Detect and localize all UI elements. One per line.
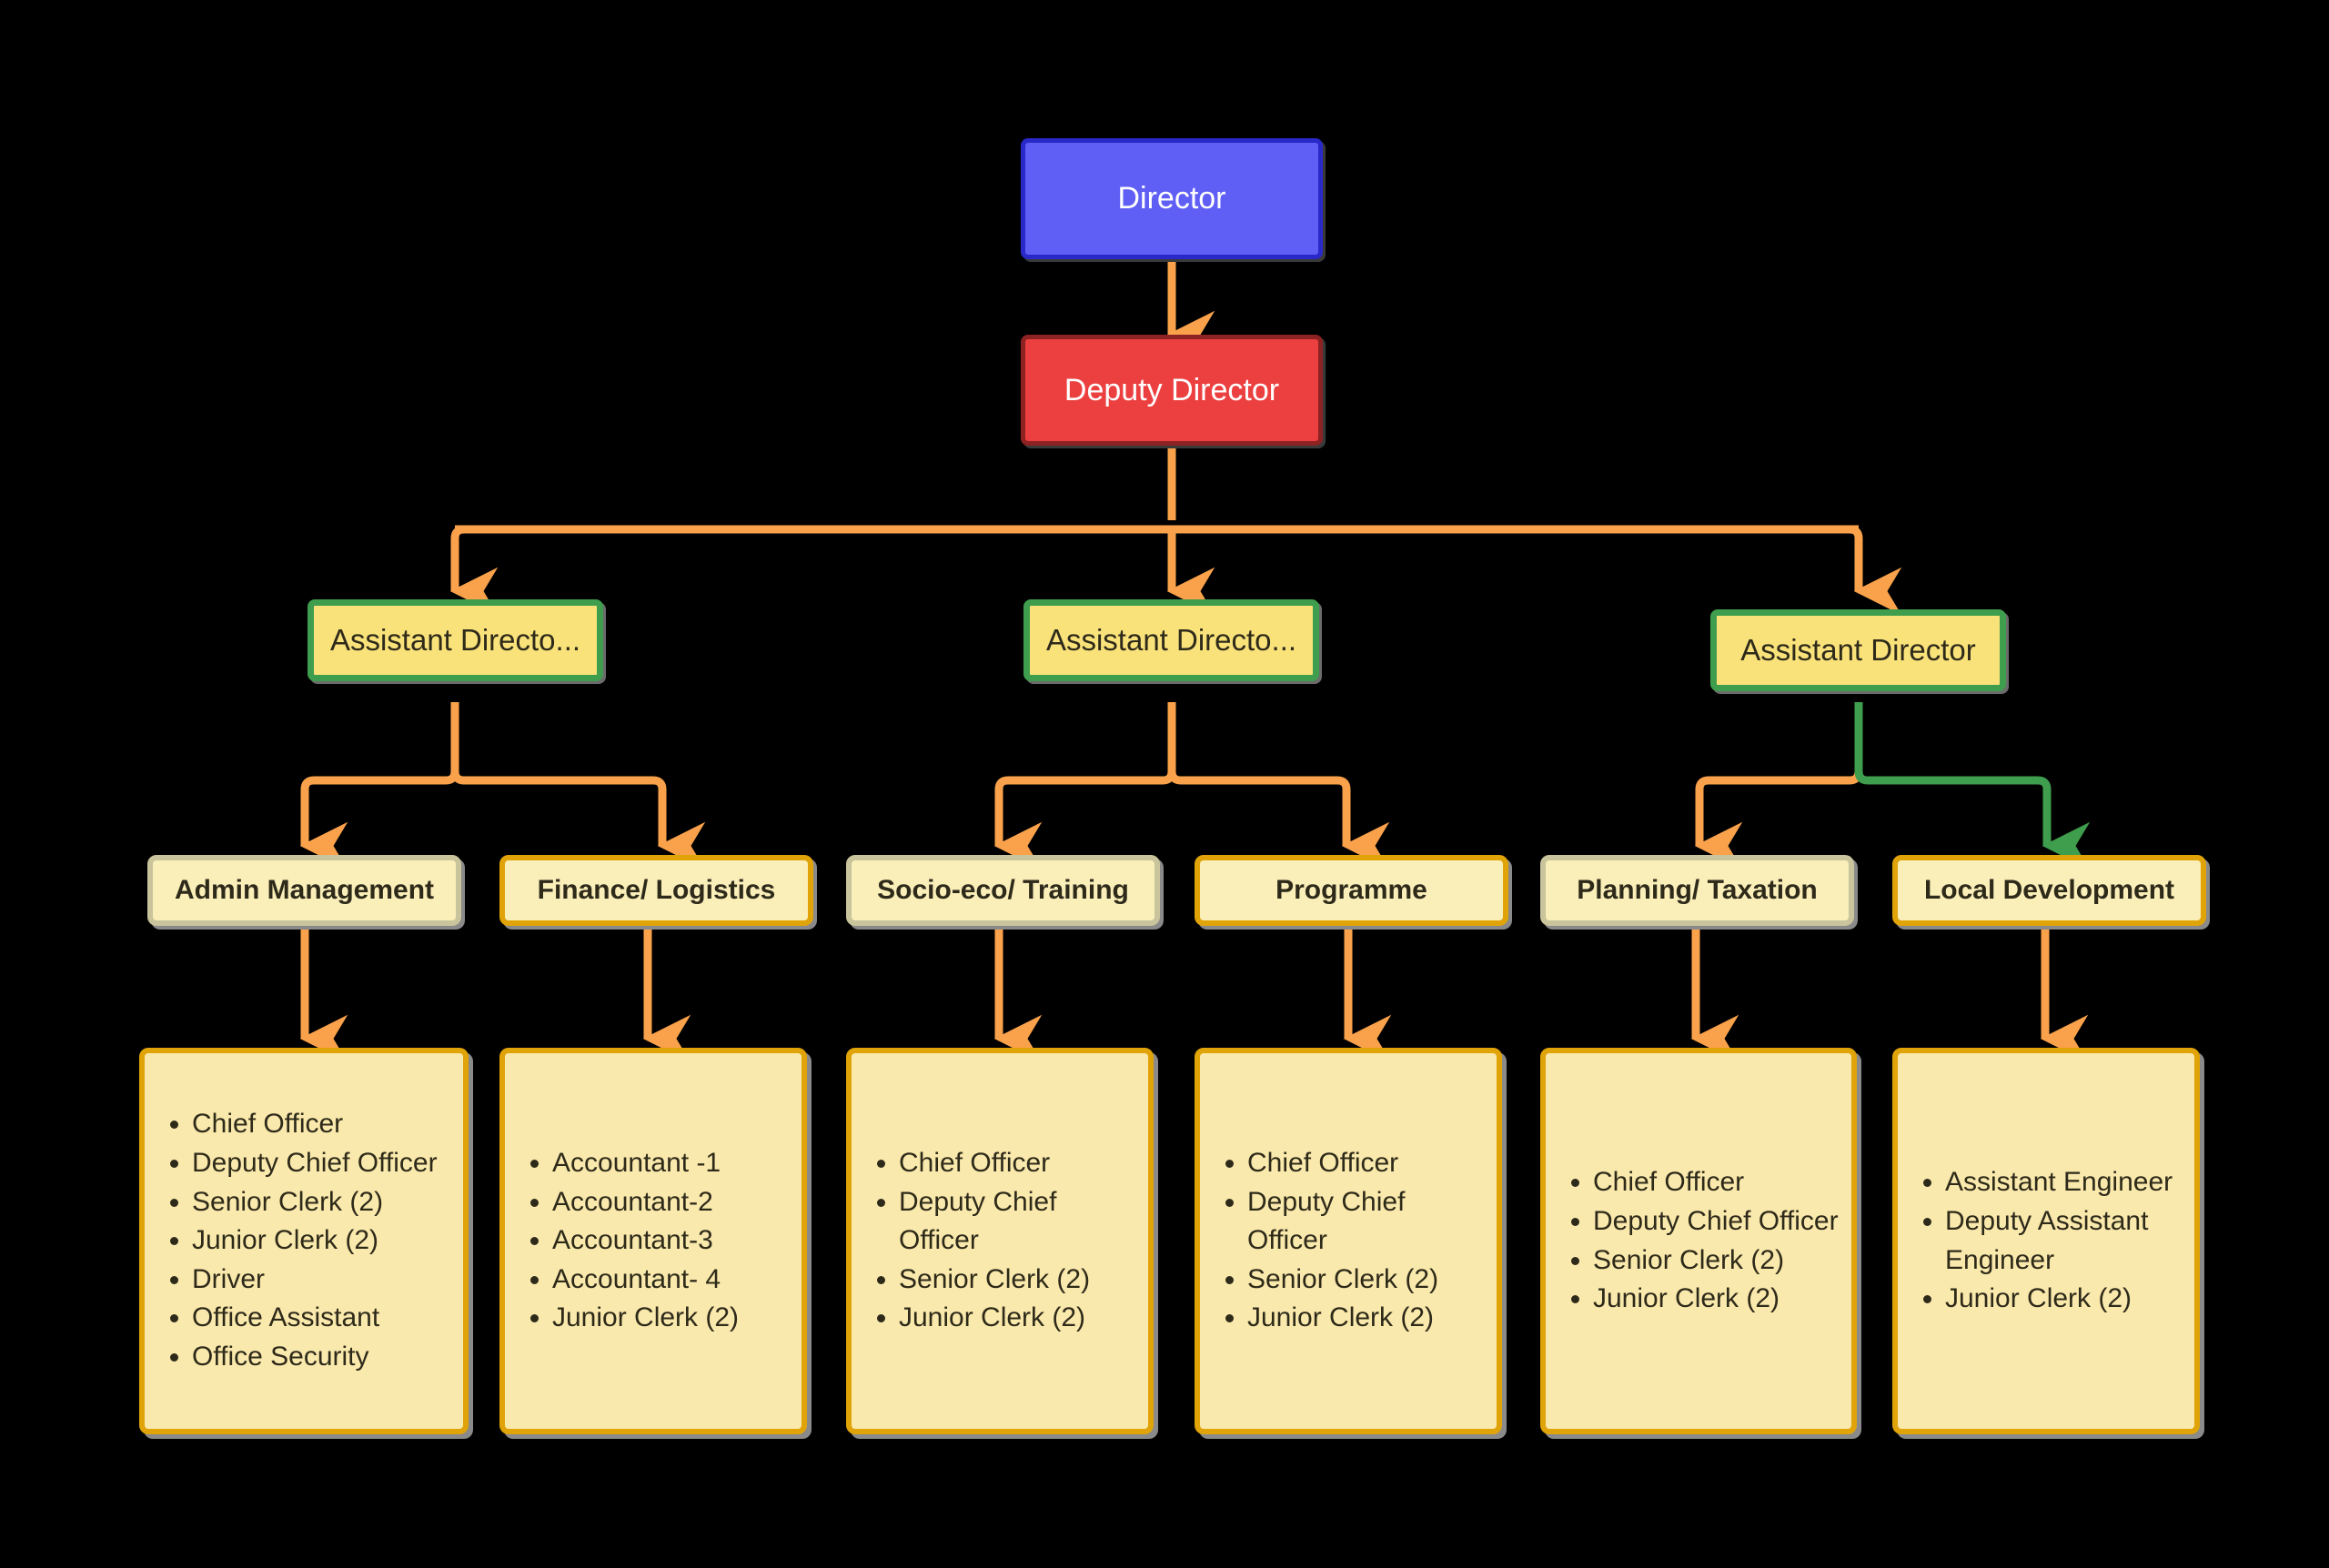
staff-role-item: Deputy Chief Officer [192, 1144, 450, 1183]
staff-list-finance-logistics: Accountant -1Accountant-2Accountant-3Acc… [505, 1144, 802, 1338]
node-department-finance-logistics[interactable]: Finance/ Logistics [499, 855, 813, 926]
staff-role-item: Chief Officer [1593, 1163, 1839, 1202]
edge-assistant2-left [1008, 770, 1176, 785]
edge-assistant1-right [450, 770, 653, 785]
node-staff-planning-taxation[interactable]: Chief OfficerDeputy Chief OfficerSenior … [1540, 1048, 1857, 1434]
staff-role-item: Junior Clerk (2) [899, 1299, 1135, 1338]
staff-role-item: Chief Officer [899, 1144, 1135, 1183]
edge-assistant1-left [314, 770, 459, 785]
node-department-programme[interactable]: Programme [1195, 855, 1508, 926]
node-department-planning-taxation[interactable]: Planning/ Taxation [1540, 855, 1854, 926]
staff-role-item: Senior Clerk (2) [1247, 1261, 1484, 1300]
edge-assistant3-to-planning-taxation [1694, 776, 1743, 870]
staff-list-programme: Chief OfficerDeputy Chief OfficerSenior … [1200, 1144, 1497, 1338]
staff-list-socio-eco-training: Chief OfficerDeputy Chief OfficerSenior … [852, 1144, 1148, 1338]
edge-assistant3-left [1709, 770, 1863, 785]
staff-role-item: Chief Officer [1247, 1144, 1484, 1183]
edge-assistant3-to-local-development [2037, 776, 2091, 870]
staff-role-item: Junior Clerk (2) [1247, 1299, 1484, 1338]
node-assistant-director-2-label: Assistant Directo... [1045, 623, 1297, 657]
edge-assistant2-to-programme [1336, 776, 1390, 870]
node-department-socio-eco-training-label: Socio-eco/ Training [877, 875, 1129, 905]
staff-role-item: Junior Clerk (2) [1945, 1280, 2182, 1319]
staff-role-item: Deputy Assistant Engineer [1945, 1202, 2182, 1280]
staff-role-item: Accountant- 4 [552, 1261, 789, 1300]
edge-assistant1-to-admin-management [299, 776, 348, 870]
node-director-label: Director [1117, 181, 1226, 216]
node-assistant-director-3-label: Assistant Director [1740, 633, 1976, 667]
node-department-planning-taxation-label: Planning/ Taxation [1577, 875, 1818, 905]
staff-role-item: Deputy Chief Officer [1247, 1183, 1484, 1261]
staff-role-item: Senior Clerk (2) [1593, 1241, 1839, 1281]
node-department-local-development[interactable]: Local Development [1892, 855, 2206, 926]
node-deputy-director[interactable]: Deputy Director [1021, 335, 1323, 446]
staff-role-item: Accountant-2 [552, 1183, 789, 1222]
node-assistant-director-1-label: Assistant Directo... [329, 623, 581, 657]
node-department-socio-eco-training[interactable]: Socio-eco/ Training [846, 855, 1160, 926]
node-staff-finance-logistics[interactable]: Accountant -1Accountant-2Accountant-3Acc… [499, 1048, 807, 1434]
edge-deputy-to-assistant-3 [1849, 525, 1902, 616]
staff-role-item: Senior Clerk (2) [899, 1261, 1135, 1300]
node-director[interactable]: Director [1021, 138, 1323, 259]
edge-deputy-to-assistant-1 [449, 525, 499, 616]
staff-role-item: Junior Clerk (2) [192, 1221, 450, 1261]
staff-role-item: Office Assistant [192, 1299, 450, 1338]
staff-role-item: Accountant -1 [552, 1144, 789, 1183]
node-assistant-director-3[interactable]: Assistant Director [1710, 609, 2006, 691]
staff-role-item: Driver [192, 1261, 450, 1300]
node-department-finance-logistics-label: Finance/ Logistics [537, 875, 776, 905]
staff-role-item: Deputy Chief Officer [899, 1183, 1135, 1261]
node-deputy-director-label: Deputy Director [1064, 372, 1280, 407]
edge-assistant2-right [1167, 770, 1337, 785]
staff-list-planning-taxation: Chief OfficerDeputy Chief OfficerSenior … [1546, 1163, 1851, 1318]
node-staff-local-development[interactable]: Assistant EngineerDeputy Assistant Engin… [1892, 1048, 2200, 1434]
node-department-local-development-label: Local Development [1923, 875, 2175, 905]
edge-assistant3-right-green [1854, 770, 2038, 785]
node-staff-admin-management[interactable]: Chief OfficerDeputy Chief OfficerSenior … [139, 1048, 469, 1434]
staff-role-item: Office Security [192, 1338, 450, 1377]
staff-role-item: Accountant-3 [552, 1221, 789, 1261]
staff-role-item: Senior Clerk (2) [192, 1183, 450, 1222]
staff-list-admin-management: Chief OfficerDeputy Chief OfficerSenior … [145, 1105, 463, 1376]
node-staff-programme[interactable]: Chief OfficerDeputy Chief OfficerSenior … [1195, 1048, 1502, 1434]
staff-role-item: Junior Clerk (2) [1593, 1280, 1839, 1319]
staff-role-item: Deputy Chief Officer [1593, 1202, 1839, 1241]
node-department-admin-management[interactable]: Admin Management [147, 855, 461, 926]
staff-role-item: Assistant Engineer [1945, 1163, 2182, 1202]
node-assistant-director-1[interactable]: Assistant Directo... [308, 599, 603, 681]
node-department-programme-label: Programme [1275, 875, 1427, 905]
staff-role-item: Junior Clerk (2) [552, 1299, 789, 1338]
staff-role-item: Chief Officer [192, 1105, 450, 1144]
edge-assistant1-to-finance-logistics [652, 776, 706, 870]
staff-list-local-development: Assistant EngineerDeputy Assistant Engin… [1898, 1163, 2194, 1318]
node-assistant-director-2[interactable]: Assistant Directo... [1023, 599, 1319, 681]
node-staff-socio-eco-training[interactable]: Chief OfficerDeputy Chief OfficerSenior … [846, 1048, 1154, 1434]
node-department-admin-management-label: Admin Management [174, 875, 435, 905]
edge-assistant2-to-socio-eco-training [993, 776, 1043, 870]
